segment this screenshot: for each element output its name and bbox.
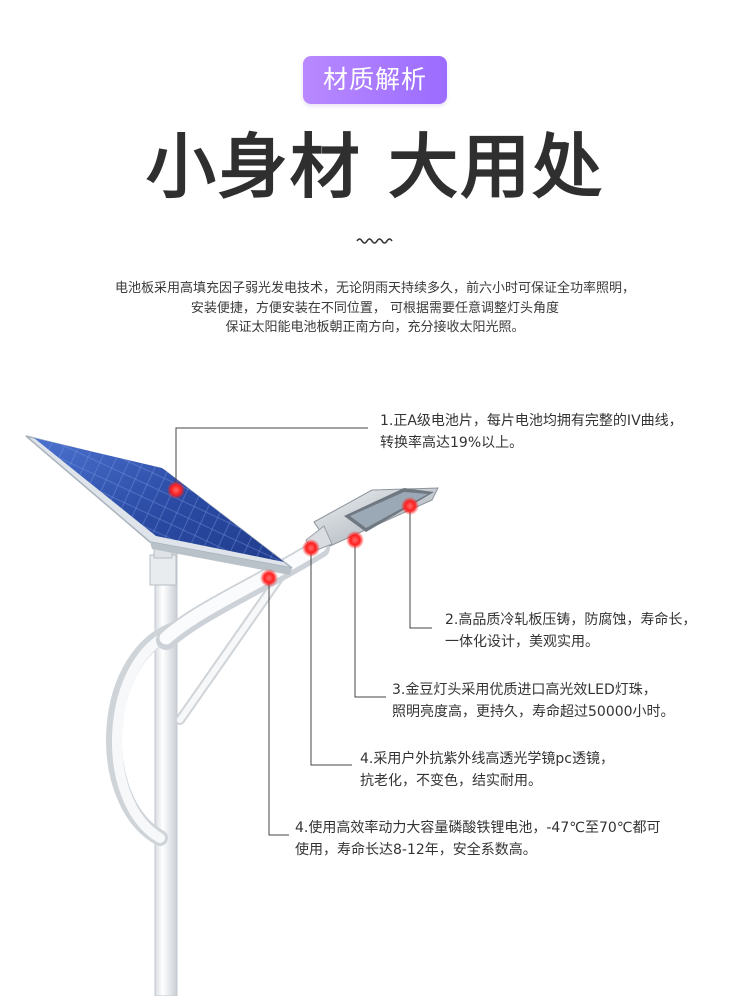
- intro-line: 保证太阳能电池板朝正南方向，充分接收太阳光照。: [225, 320, 525, 335]
- callout-line: 4.采用户外抗紫外线高透光学镜pc透镜，: [360, 751, 614, 767]
- callout-solar-cell: 1.正A级电池片，每片电池均拥有完整的IV曲线， 转换率高达19%以上。: [380, 410, 683, 454]
- callout-led: 3.金豆灯头采用优质进口高光效LED灯珠， 照明亮度高，更持久，寿命超过5000…: [392, 679, 675, 723]
- lamp-pole: [106, 529, 330, 996]
- leader-line-4: [310, 548, 352, 766]
- callout-line: 使用，寿命长达8-12年，安全系数高。: [295, 842, 537, 858]
- intro-text: 电池板采用高填充因子弱光发电技术，无论阴雨天持续多久，前六小时可保证全功率照明，…: [0, 279, 750, 338]
- marker-dot: [167, 481, 185, 499]
- callout-line: 一体化设计，美观实用。: [445, 634, 599, 650]
- leader-line-1: [175, 427, 368, 490]
- wave-divider-icon: [356, 238, 393, 244]
- section-badge: 材质解析: [303, 56, 447, 104]
- leader-line-5: [268, 578, 289, 836]
- markers: [167, 481, 419, 587]
- solar-panel: [25, 435, 293, 575]
- marker-dot: [346, 531, 364, 549]
- leader-line-3: [354, 540, 386, 698]
- callout-line: 2.高品质冷轧板压铸，防腐蚀，寿命长，: [445, 612, 697, 628]
- intro-line: 安装便捷，方便安装在不同位置， 可根据需要任意调整灯头角度: [190, 300, 560, 316]
- marker-dot: [260, 569, 278, 587]
- callout-line: 1.正A级电池片，每片电池均拥有完整的IV曲线，: [380, 413, 683, 429]
- callout-line: 4.使用高效率动力大容量磷酸铁锂电池，-47℃至70℃都可: [295, 820, 661, 836]
- callout-lens: 4.采用户外抗紫外线高透光学镜pc透镜， 抗老化，不变色，结实耐用。: [360, 748, 614, 792]
- leader-line-2: [409, 506, 432, 629]
- callout-housing: 2.高品质冷轧板压铸，防腐蚀，寿命长， 一体化设计，美观实用。: [445, 609, 696, 653]
- callout-line: 照明亮度高，更持久，寿命超过50000小时。: [392, 704, 675, 720]
- callout-battery: 4.使用高效率动力大容量磷酸铁锂电池，-47℃至70℃都可 使用，寿命长达8-1…: [295, 817, 660, 861]
- marker-dot: [401, 497, 419, 515]
- lamp-head: [305, 487, 439, 553]
- marker-dot: [302, 539, 320, 557]
- callout-line: 3.金豆灯头采用优质进口高光效LED灯珠，: [392, 682, 657, 698]
- callout-line: 抗老化，不变色，结实耐用。: [360, 773, 542, 789]
- page-title: 小身材 大用处: [145, 126, 605, 208]
- intro-line: 电池板采用高填充因子弱光发电技术，无论阴雨天持续多久，前六小时可保证全功率照明，: [114, 281, 635, 296]
- callout-line: 转换率高达19%以上。: [380, 435, 524, 451]
